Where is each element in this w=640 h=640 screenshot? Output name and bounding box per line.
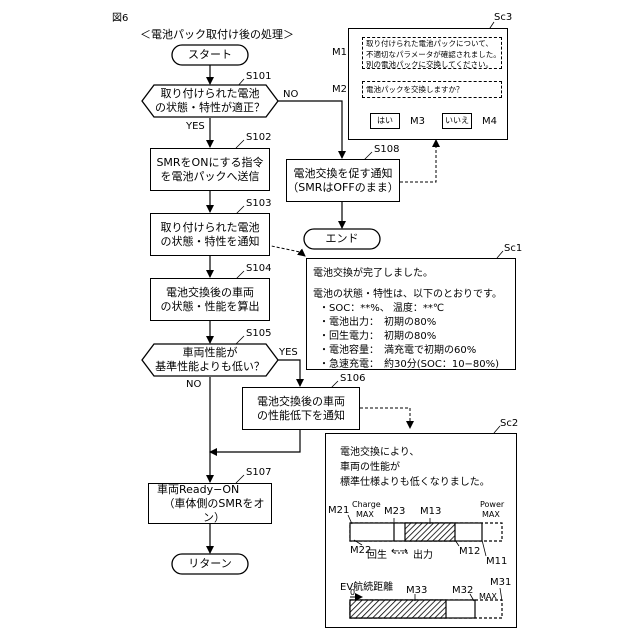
sc3-m2-label: M2 — [332, 84, 347, 95]
terminal-start: スタート — [172, 45, 248, 65]
m31-label: M31 — [490, 577, 511, 588]
sc1-item-5: ・急速充電： 約30分(SOC：10−80%) — [319, 355, 499, 370]
dashed-s108-sc3 — [400, 140, 436, 182]
m32-label: M32 — [452, 585, 473, 596]
s102-line1: SMRをONにする指令 — [156, 156, 263, 170]
ev-range-label: EV航続距離 — [340, 578, 393, 593]
sc3-m1-label: M1 — [332, 47, 347, 58]
m12-label: M12 — [459, 546, 480, 557]
charge-max-label: MAX — [356, 510, 374, 519]
s103-line2: の状態・特性を通知 — [161, 235, 260, 249]
s101-line2: の状態・特性が適正？ — [155, 101, 265, 115]
leader-s105 — [236, 336, 244, 344]
step-id-s102: S102 — [246, 132, 271, 143]
power-max-label: MAX — [482, 510, 500, 519]
page-title: ＜電池パック取付け後の処理＞ — [140, 26, 294, 42]
s104-line2: の状態・性能を算出 — [161, 300, 260, 314]
terminal-return: リターン — [172, 554, 248, 574]
sc3-m3-label: M3 — [410, 116, 425, 127]
sc3-message-m2: 電池パックを交換しますか？ — [362, 81, 502, 98]
sc1-item-3: ・回生電力： 初期の80% — [319, 327, 436, 342]
m21-label: M21 — [328, 505, 349, 516]
step-id-s108: S108 — [374, 144, 399, 155]
range-zero-label: 0 — [350, 588, 355, 597]
sc3-no-button[interactable]: いいえ — [442, 113, 472, 129]
leader-sc1 — [497, 251, 503, 258]
process-s102: SMRをONにする指令 を電池パックへ送信 — [150, 148, 270, 191]
sc3-m1-line1: 取り付けられた電池パックについて、 — [366, 39, 498, 50]
regen-output-arrows: ←→ — [391, 546, 408, 557]
s104-line1: 電池交換後の車両 — [166, 286, 254, 300]
m13-label: M13 — [420, 506, 441, 517]
power-label: Power — [480, 500, 504, 509]
figure-label: 図6 — [112, 9, 128, 24]
sc3-message-m1: 取り付けられた電池パックについて、 不適切なパラメータが確認されました。 別の電… — [362, 37, 502, 69]
flow-s105-s106 — [278, 360, 300, 386]
flow-s106-merge — [210, 430, 300, 452]
leader-s102 — [236, 140, 244, 148]
process-s104: 電池交換後の車両 の状態・性能を算出 — [150, 278, 270, 321]
sc3-m4-label: M4 — [482, 116, 497, 127]
decision-s101: 取り付けられた電池 の状態・特性が適正？ — [150, 86, 270, 116]
sc3-yes-button[interactable]: はい — [370, 113, 400, 129]
sc1-item-4: ・電池容量： 満充電で初期の60% — [319, 341, 476, 356]
m33-label: M33 — [406, 585, 427, 596]
sc1-line2: 電池の状態・特性は、以下のとおりです。 — [313, 285, 502, 300]
process-s103: 取り付けられた電池 の状態・特性を通知 — [150, 213, 270, 256]
process-s108: 電池交換を促す通知 （SMRはOFFのまま） — [286, 159, 400, 202]
s105-line1: 車両性能が — [183, 346, 238, 360]
flow-s101-s108 — [278, 101, 342, 158]
s108-line2: （SMRはOFFのまま） — [287, 181, 398, 195]
charge-label: Charge — [352, 500, 381, 509]
range-max-label: MAX — [479, 592, 497, 601]
terminal-end: エンド — [304, 229, 380, 249]
sc3-label: Sc3 — [494, 12, 512, 23]
step-id-s101: S101 — [246, 71, 271, 82]
s106-line2: の性能低下を通知 — [257, 409, 345, 423]
output-label: 出力 — [413, 546, 433, 561]
decision-s105: 車両性能が 基準性能よりも低い？ — [150, 345, 270, 375]
sc1-item-2: ・電池出力： 初期の80% — [319, 313, 436, 328]
regen-label: 回生 — [367, 546, 387, 561]
m23-label: M23 — [384, 506, 405, 517]
s107-line2: （車体側のSMRをオン） — [157, 497, 271, 525]
sc1-label: Sc1 — [504, 243, 522, 254]
sc1-item-1: ・SOC：**%、 温度：**℃ — [319, 299, 444, 314]
sc2-line2: 車両の性能が — [340, 458, 400, 473]
step-id-s105: S105 — [246, 328, 271, 339]
s102-line2: を電池パックへ送信 — [161, 170, 260, 184]
s101-line1: 取り付けられた電池 — [161, 87, 260, 101]
step-id-s104: S104 — [246, 263, 271, 274]
s106-line1: 電池交換後の車両 — [257, 395, 345, 409]
screen-sc1: 電池交換が完了しました。 電池の状態・特性は、以下のとおりです。 ・SOC：**… — [306, 258, 516, 370]
step-id-s107: S107 — [246, 467, 271, 478]
sc2-line3: 標準仕様よりも低くなりました。 — [340, 473, 490, 488]
sc2-label: Sc2 — [500, 418, 518, 429]
s105-no-label: NO — [186, 379, 201, 390]
s108-line1: 電池交換を促す通知 — [294, 167, 393, 181]
step-id-s106: S106 — [340, 373, 365, 384]
s101-no-label: NO — [283, 89, 298, 100]
dashed-s106-sc2 — [360, 408, 410, 428]
sc1-line1: 電池交換が完了しました。 — [313, 264, 433, 279]
m11-label: M11 — [486, 556, 507, 567]
sc3-m1-line2: 不適切なパラメータが確認されました。 — [366, 50, 498, 61]
s105-line2: 基準性能よりも低い？ — [155, 360, 265, 374]
s105-yes-label: YES — [279, 347, 298, 358]
sc2-line1: 電池交換により、 — [340, 443, 419, 458]
process-s107: 車両Ready−ON （車体側のSMRをオン） — [148, 483, 272, 524]
s107-line1: 車両Ready−ON — [157, 483, 239, 497]
process-s106: 電池交換後の車両 の性能低下を通知 — [242, 387, 360, 430]
s101-yes-label: YES — [186, 121, 205, 132]
sc3-m1-line3: 別の電池パックに交換してください。 — [366, 60, 498, 69]
step-id-s103: S103 — [246, 198, 271, 209]
s103-line1: 取り付けられた電池 — [161, 221, 260, 235]
